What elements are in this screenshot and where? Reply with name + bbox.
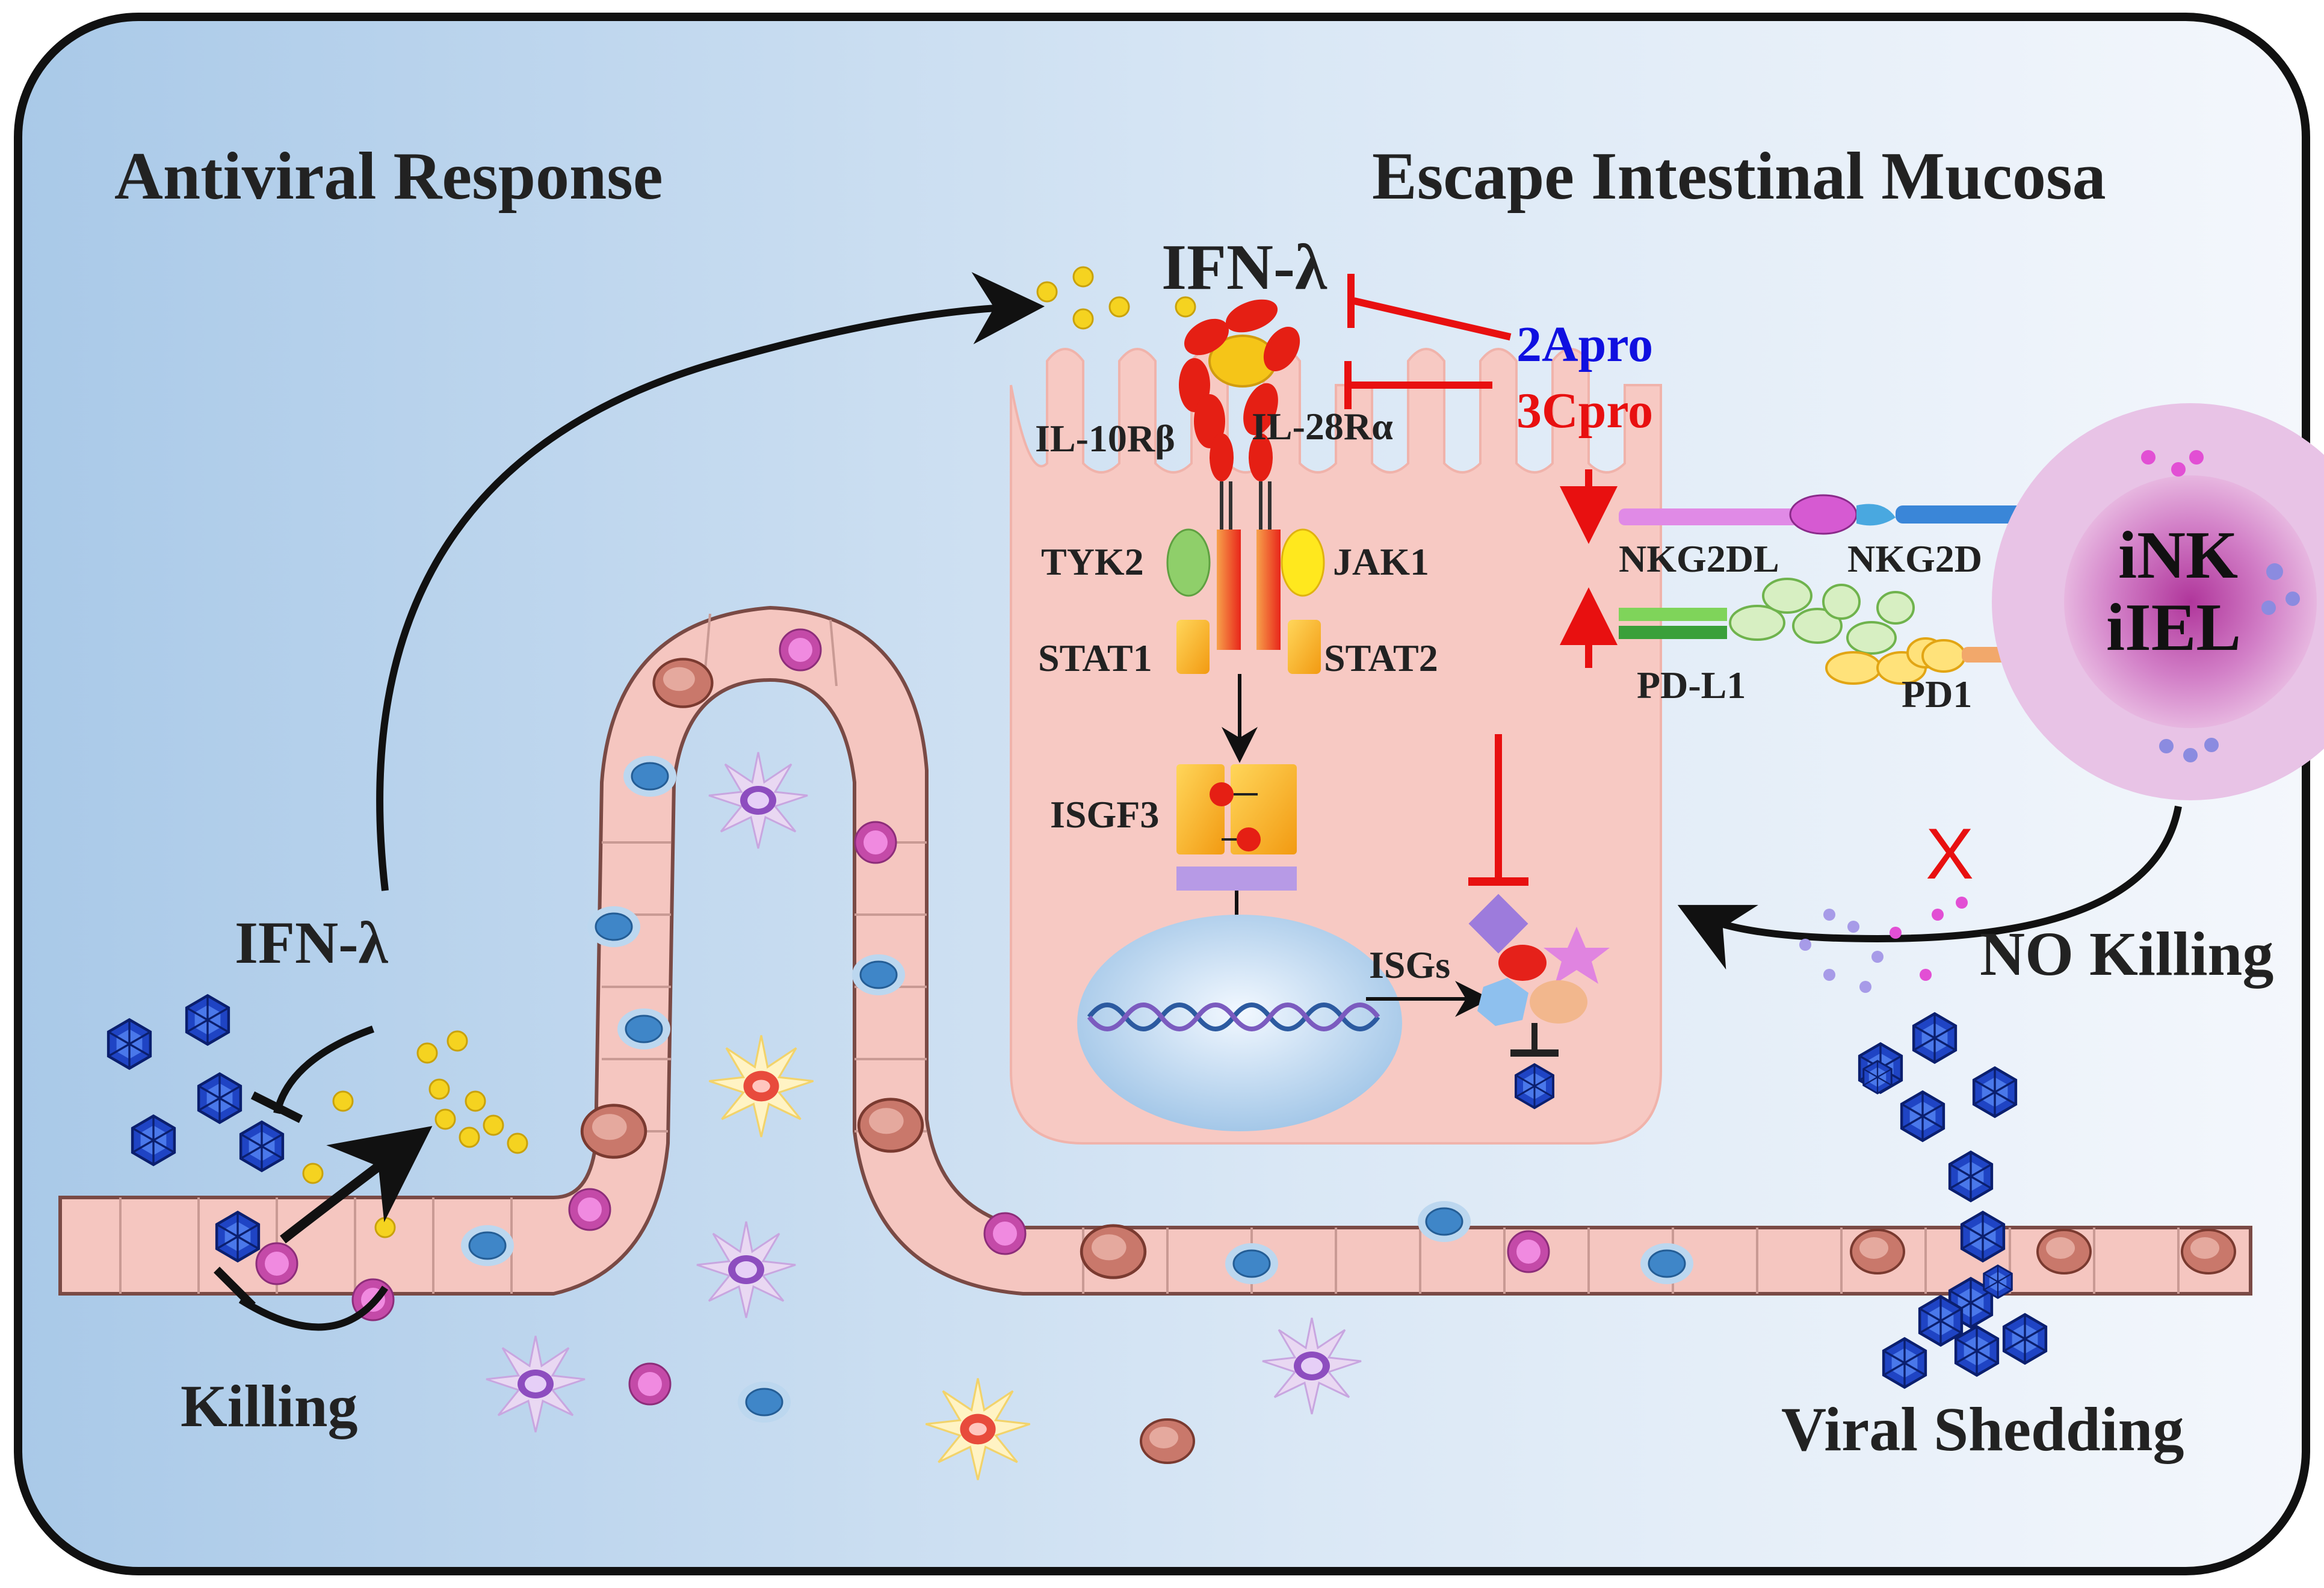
label-il10rb: IL-10Rβ <box>1035 417 1175 460</box>
left-feedback-arrows <box>214 1025 433 1331</box>
ifn-lambda-secretion-arrow <box>376 272 1045 891</box>
label-iiel: iIEL <box>2106 590 2241 665</box>
label-x-mark: X <box>1926 814 1974 894</box>
label-pdl1: PD-L1 <box>1637 664 1746 706</box>
label-no-killing: NO Killing <box>1980 919 2273 989</box>
label-stat2: STAT2 <box>1324 637 1438 679</box>
label-nkg2dl: NKG2DL <box>1619 537 1779 580</box>
label-3cpro: 3Cpro <box>1516 383 1653 439</box>
label-viral-shedding: Viral Shedding <box>1781 1395 2184 1464</box>
title-antiviral-response: Antiviral Response <box>114 139 663 214</box>
nucleus <box>1077 915 1402 1131</box>
label-nkg2d: NKG2D <box>1847 537 1982 580</box>
label-il28ra: IL-28Rα <box>1252 405 1393 448</box>
label-pd1: PD1 <box>1902 673 1972 715</box>
isgf3-complex <box>1176 764 1297 891</box>
ink-iiel-cell <box>1992 403 2324 800</box>
label-ifn-lambda-top: IFN-λ <box>1161 232 1327 303</box>
label-jak1: JAK1 <box>1333 540 1429 583</box>
protease-inhibition <box>1344 274 1618 886</box>
released-granules <box>1799 897 1968 993</box>
label-isgf3: ISGF3 <box>1050 793 1159 836</box>
title-escape-intestinal-mucosa: Escape Intestinal Mucosa <box>1372 139 2106 214</box>
label-ink: iNK <box>2118 518 2238 593</box>
label-ifn-lambda-left: IFN-λ <box>235 909 389 976</box>
label-isgs: ISGs <box>1369 944 1450 986</box>
ifn-lambda-receptor-complex <box>1166 299 1325 674</box>
isg-products <box>1468 894 1610 1109</box>
label-stat1: STAT1 <box>1038 637 1152 679</box>
no-killing-arrow <box>1677 805 2182 970</box>
label-2apro: 2Apro <box>1516 317 1653 372</box>
label-killing: Killing <box>181 1373 358 1439</box>
label-tyk2: TYK2 <box>1041 540 1144 583</box>
